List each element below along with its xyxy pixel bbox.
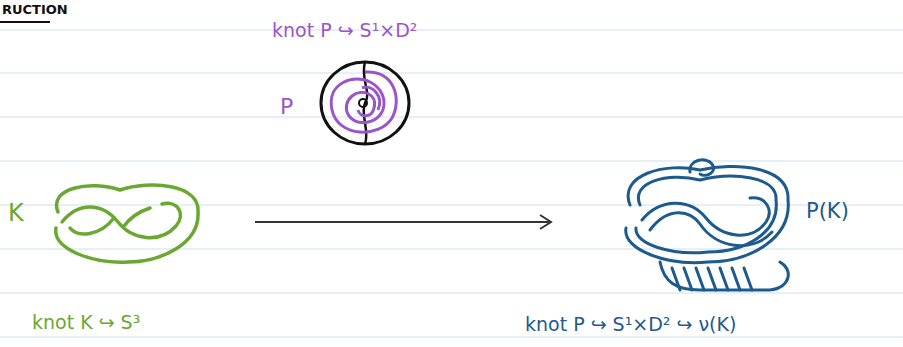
construction-arrow	[255, 215, 551, 229]
satellite-knot	[626, 160, 789, 290]
satellite-name: P(K)	[806, 200, 849, 223]
companion-name: K	[8, 200, 24, 226]
pattern-name: P	[280, 95, 293, 119]
companion-label: knot K ↪ S³	[32, 312, 140, 333]
pattern-torus	[321, 62, 409, 144]
notebook-lines	[0, 30, 903, 337]
title-underline	[0, 21, 50, 23]
companion-knot	[56, 185, 198, 262]
section-heading: RUCTION	[2, 3, 68, 17]
pattern-label: knot P ↪ S¹×D²	[272, 20, 417, 41]
satellite-label: knot P ↪ S¹×D² ↪ ν(K)	[525, 314, 736, 335]
